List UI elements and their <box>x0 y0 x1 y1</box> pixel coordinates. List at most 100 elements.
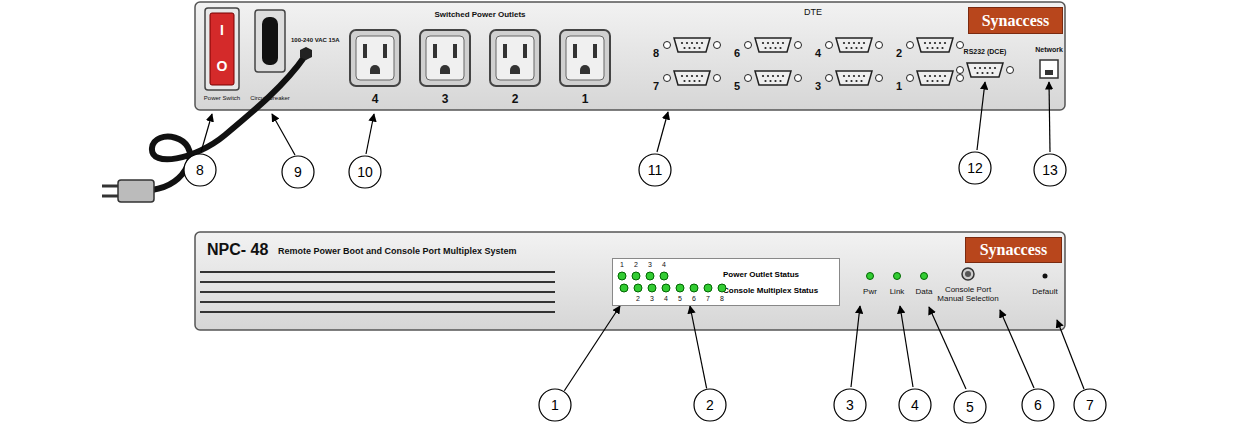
port-number: 6 <box>734 47 740 60</box>
leader-line <box>657 112 668 152</box>
db9-pin <box>944 75 946 77</box>
db9-pin <box>686 75 688 77</box>
leader-lines <box>201 82 1084 389</box>
outlet-face <box>496 36 534 80</box>
circuit-breaker-button <box>262 17 278 65</box>
default-button <box>1043 274 1048 279</box>
console-multiplex-led <box>676 284 684 292</box>
plug-prong <box>102 195 118 198</box>
db9-pin <box>693 80 695 82</box>
db9-shell <box>674 71 710 85</box>
callout-circle: 1 <box>538 388 572 422</box>
leader-line <box>1057 320 1084 389</box>
callout-circle: 6 <box>1021 388 1055 422</box>
db9-pin <box>845 47 847 49</box>
db9-pin <box>855 47 857 49</box>
db9-pin <box>929 75 931 77</box>
db9-screw <box>714 42 721 49</box>
db9-shell <box>967 63 1003 77</box>
leader-line <box>272 114 295 155</box>
db9-pin <box>693 47 695 49</box>
circuit-breaker <box>255 10 285 72</box>
network-port <box>1040 60 1058 78</box>
db9-pin <box>767 75 769 77</box>
db9-port <box>907 38 964 52</box>
db9-pin <box>926 47 928 49</box>
db9-screw <box>907 75 914 82</box>
db9-shell <box>755 71 791 85</box>
outlet-number: 3 <box>442 93 449 107</box>
led-label: Pwr <box>863 287 877 296</box>
led-number: 4 <box>662 261 666 269</box>
db9-pin <box>939 75 941 77</box>
outlet-number: 2 <box>512 93 519 107</box>
db9-screw <box>957 75 964 82</box>
db9-pin <box>764 80 766 82</box>
console-select-button <box>962 268 974 280</box>
console-multiplex-led <box>718 284 726 292</box>
console-multiplex-led <box>690 284 698 292</box>
db9-screw <box>957 67 964 74</box>
callout-ring <box>349 156 381 188</box>
led-label: Link <box>890 287 905 296</box>
callout-number: 3 <box>846 397 854 413</box>
callout-number: 5 <box>966 399 974 415</box>
model-name: NPC- 48 <box>207 241 268 259</box>
db9-pin <box>984 67 986 69</box>
db9-pin <box>936 47 938 49</box>
db9-pin <box>924 42 926 44</box>
db9-pin <box>989 67 991 69</box>
callout-number: 11 <box>648 162 663 178</box>
vent-slot <box>200 281 555 283</box>
power-switch <box>205 8 239 90</box>
db9-pin <box>683 47 685 49</box>
db9-pin <box>858 75 860 77</box>
outlet-slot <box>573 44 577 58</box>
db9-pin <box>863 75 865 77</box>
db9-pin <box>936 80 938 82</box>
status-heading: Power Outlet Status <box>723 270 831 279</box>
db9-screw <box>1007 67 1014 74</box>
db9-pin <box>860 47 862 49</box>
power-outlet <box>560 30 610 86</box>
db9-screw <box>795 75 802 82</box>
callout-ring <box>1034 154 1066 186</box>
callout-number: 10 <box>357 164 373 180</box>
db9-pin <box>688 80 690 82</box>
outlet-slot <box>523 44 527 58</box>
callout-ring <box>834 389 866 421</box>
db9-pin <box>845 80 847 82</box>
callout-circle: 5 <box>953 390 987 424</box>
led-label: Data <box>916 287 933 296</box>
db9-pin <box>934 75 936 77</box>
db9-pin <box>683 80 685 82</box>
db9-pin <box>769 47 771 49</box>
db9-pin <box>976 72 978 74</box>
db9-pin <box>860 80 862 82</box>
db9-shell <box>836 38 872 52</box>
db9-pin <box>850 47 852 49</box>
rear-panel <box>195 2 1065 110</box>
outlet-slot <box>503 44 507 58</box>
power-plug <box>118 180 154 202</box>
db9-screw <box>907 42 914 49</box>
outlet-ground <box>580 65 590 74</box>
outlet-frame <box>420 30 470 86</box>
db9-screw <box>714 75 721 82</box>
db9-pin <box>979 67 981 69</box>
db9-pin <box>772 42 774 44</box>
callout-number: 4 <box>911 397 919 413</box>
vent-slot <box>200 271 555 273</box>
callout-ring <box>899 389 931 421</box>
callout-number: 6 <box>1034 397 1042 413</box>
db9-pin <box>782 75 784 77</box>
leader-line <box>201 114 212 152</box>
db9-pin <box>843 75 845 77</box>
brand-name: Synaccess <box>980 241 1048 259</box>
db9-pin <box>691 75 693 77</box>
brand-logo-box: Synaccess <box>965 237 1062 263</box>
callout-ring <box>539 389 571 421</box>
callout-ring <box>282 156 314 188</box>
callout-ring <box>184 154 216 186</box>
db9-pin <box>991 72 993 74</box>
